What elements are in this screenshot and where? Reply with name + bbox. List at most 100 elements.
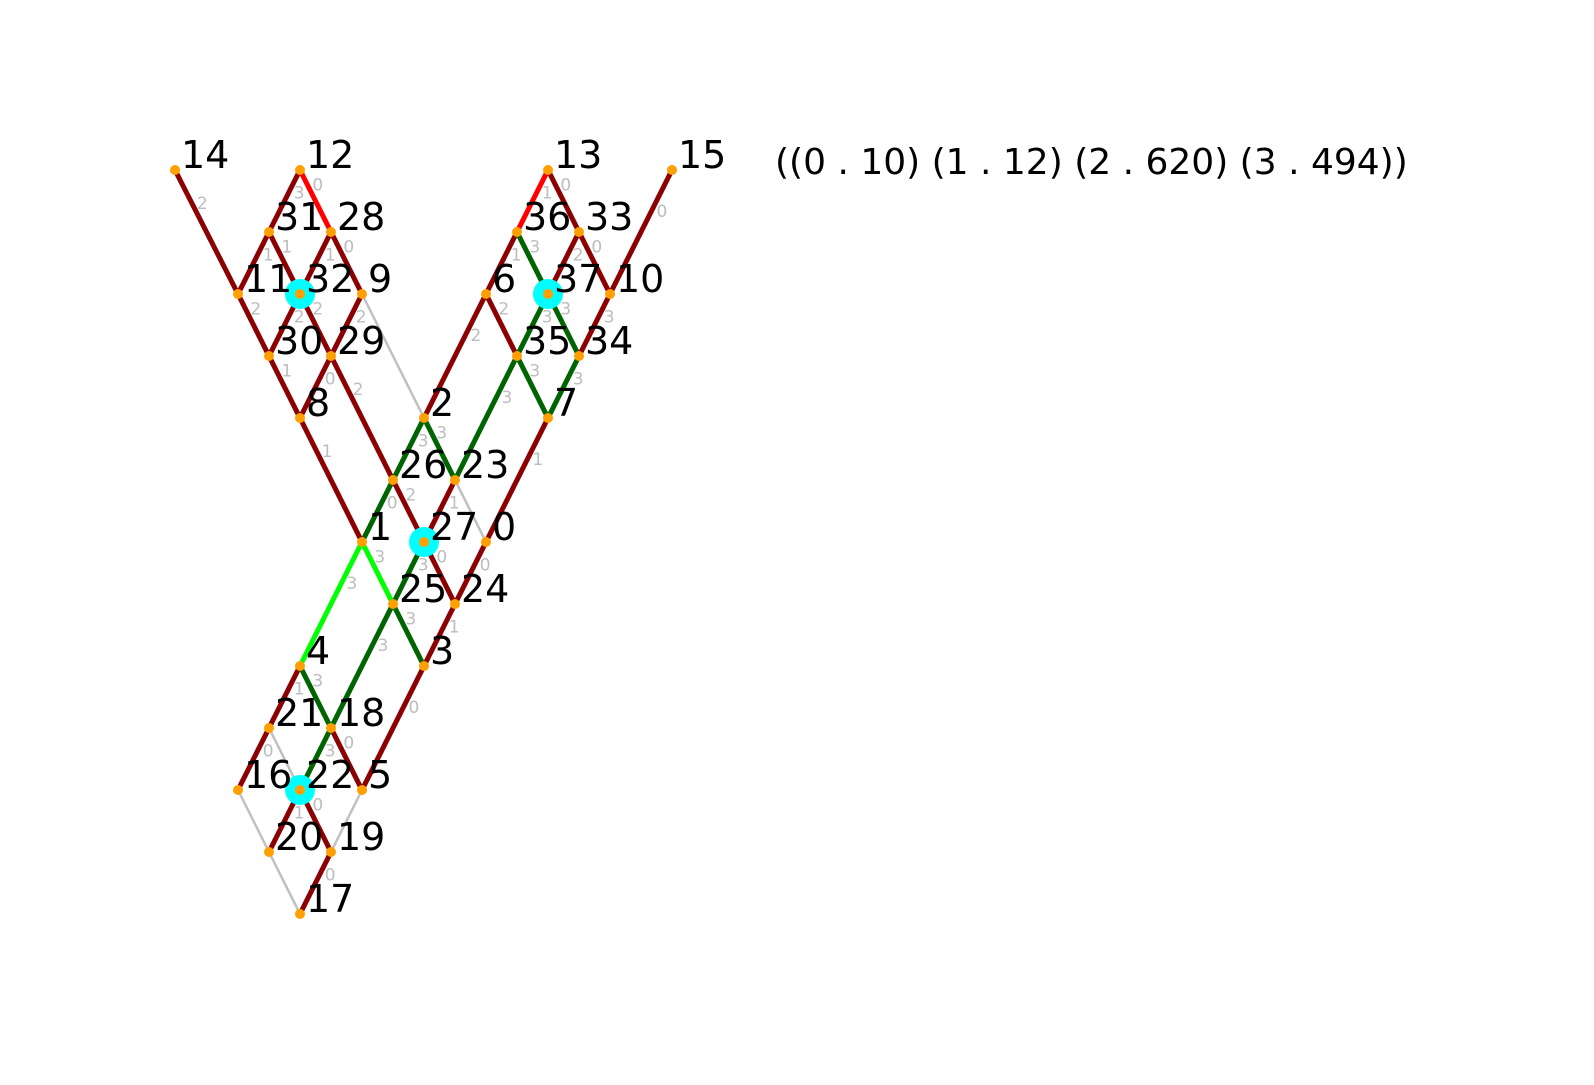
edge-15-10 — [607, 167, 675, 297]
node-label-3: 3 — [430, 629, 454, 673]
edge-label-36-6: 1 — [511, 246, 522, 266]
edge-label-10-34: 3 — [604, 308, 615, 328]
edge-label-1-4: 3 — [346, 574, 357, 594]
node-label-35: 35 — [523, 319, 571, 363]
node-label-12: 12 — [306, 133, 354, 177]
edge-label-29-8: 0 — [325, 370, 336, 390]
nodes-layer — [170, 165, 677, 919]
edge-11-30 — [235, 291, 272, 359]
edge-label-32-30: 2 — [294, 308, 305, 328]
node-35 — [512, 351, 522, 361]
edge-label-18-5: 0 — [343, 734, 354, 754]
node-4 — [295, 661, 305, 671]
edge-18-5 — [328, 725, 365, 793]
edge-9-2 — [360, 292, 426, 420]
edge-26-1 — [359, 477, 396, 545]
edge-label-36-37: 3 — [529, 238, 540, 258]
edge-4-21 — [266, 663, 303, 731]
node-6 — [481, 289, 491, 299]
edge-label-23-27: 1 — [449, 494, 460, 514]
edge-label-34-7: 3 — [573, 370, 584, 390]
edge-9-29 — [328, 291, 365, 359]
node-26 — [388, 475, 398, 485]
node-label-18: 18 — [337, 691, 385, 735]
edge-21-16 — [235, 725, 272, 793]
edge-36-6 — [483, 229, 520, 297]
edge-label-22-20: 1 — [294, 804, 305, 824]
edge-label-33-10: 0 — [591, 238, 602, 258]
edge-label-3-5: 0 — [408, 698, 419, 718]
edge-12-28 — [297, 167, 334, 235]
node-34 — [574, 351, 584, 361]
node-31 — [264, 227, 274, 237]
edge-label-19-17: 0 — [325, 866, 336, 886]
edge-label-21-16: 0 — [263, 742, 274, 762]
node-24 — [450, 599, 460, 609]
edge-label-26-1: 0 — [387, 494, 398, 514]
edge-1-4 — [297, 539, 365, 669]
edge-label-13-36: 1 — [542, 184, 553, 204]
node-27 — [419, 537, 429, 547]
node-label-17: 17 — [306, 877, 354, 921]
node-label-10: 10 — [616, 257, 664, 301]
edge-label-24-3: 1 — [449, 618, 460, 638]
edge-label-11-30: 2 — [250, 300, 261, 320]
node-18 — [326, 723, 336, 733]
node-label-25: 25 — [399, 567, 447, 611]
edge-label-37-34: 3 — [560, 300, 571, 320]
edge-label-25-18: 3 — [377, 636, 388, 656]
node-15 — [667, 165, 677, 175]
node-label-2: 2 — [430, 381, 454, 425]
node-label-20: 20 — [275, 815, 323, 859]
node-0 — [481, 537, 491, 547]
edge-10-34 — [576, 291, 613, 359]
edge-13-33 — [545, 167, 582, 235]
node-label-15: 15 — [678, 133, 726, 177]
node-30 — [264, 351, 274, 361]
edge-label-30-8: 1 — [281, 362, 292, 382]
node-21 — [264, 723, 274, 733]
node-label-23: 23 — [461, 443, 509, 487]
node-label-33: 33 — [585, 195, 633, 239]
edge-label-32-29: 2 — [312, 300, 323, 320]
node-label-5: 5 — [368, 753, 392, 797]
node-label-8: 8 — [306, 381, 330, 425]
node-label-22: 22 — [306, 753, 354, 797]
node-17 — [295, 909, 305, 919]
edge-label-31-32: 1 — [281, 238, 292, 258]
edge-12-31 — [266, 167, 303, 235]
node-36 — [512, 227, 522, 237]
edge-4-18 — [297, 663, 334, 731]
node-label-30: 30 — [275, 319, 323, 363]
edge-13-36 — [514, 167, 551, 235]
node-1 — [357, 537, 367, 547]
edge-label-14-11: 2 — [197, 194, 208, 214]
node-3 — [419, 661, 429, 671]
edge-16-20 — [236, 788, 271, 854]
edge-label-12-31: 3 — [294, 184, 305, 204]
edge-label-8-1: 1 — [322, 442, 333, 462]
node-29 — [326, 351, 336, 361]
edge-label-15-10: 0 — [656, 202, 667, 222]
edge-2-23 — [421, 415, 458, 483]
edge-label-29-26: 2 — [353, 380, 364, 400]
edge-35-7 — [514, 353, 551, 421]
node-label-19: 19 — [337, 815, 385, 859]
node-33 — [574, 227, 584, 237]
edge-label-27-25: 3 — [418, 556, 429, 576]
node-label-16: 16 — [244, 753, 292, 797]
node-16 — [233, 785, 243, 795]
edge-6-35 — [483, 291, 520, 359]
edge-29-8 — [297, 353, 334, 421]
node-37 — [543, 289, 553, 299]
edge-2-26 — [390, 415, 427, 483]
node-5 — [357, 785, 367, 795]
edge-20-17 — [267, 850, 302, 916]
edge-label-35-23: 3 — [501, 388, 512, 408]
edge-28-9 — [328, 229, 365, 297]
edge-33-10 — [576, 229, 613, 297]
node-label-14: 14 — [181, 133, 229, 177]
node-label-21: 21 — [275, 691, 323, 735]
node-label-11: 11 — [244, 257, 292, 301]
